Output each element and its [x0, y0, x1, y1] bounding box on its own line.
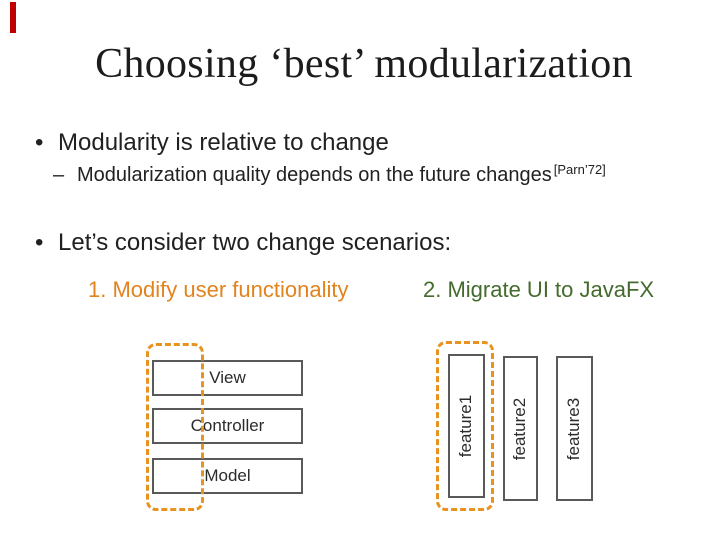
slide-title: Choosing ‘best’ modularization: [95, 41, 633, 87]
bullet-scenarios: • Let’s consider two change scenarios:: [35, 229, 451, 257]
scenario-label-migrate-javafx: 2. Migrate UI to JavaFX: [423, 277, 655, 302]
citation: [Parn’72]: [553, 162, 606, 177]
highlight-dashed-rect-feature1: [436, 341, 494, 511]
box-view: View: [152, 360, 303, 396]
bullet-text: Modularity is relative to change: [58, 129, 389, 156]
box-feature2-label: feature2: [510, 397, 530, 460]
box-feature1: feature1: [448, 354, 485, 498]
box-feature2: feature2: [503, 356, 538, 501]
accent-bar: [10, 2, 16, 33]
box-view-label: View: [209, 368, 246, 387]
bullet-modularity: • Modularity is relative to change: [35, 129, 389, 157]
box-model-label: Model: [204, 466, 251, 485]
box-controller-label: Controller: [190, 416, 265, 435]
bullet-text: Let’s consider two change scenarios:: [58, 229, 452, 256]
box-controller: Controller: [152, 408, 303, 444]
box-model: Model: [152, 458, 303, 494]
box-feature3-label: feature3: [564, 397, 584, 460]
sub-bullet-text: Modularization quality depends on the fu…: [77, 164, 552, 186]
sub-bullet-modularization: –Modularization quality depends on the f…: [53, 162, 606, 187]
bullet-marker: •: [35, 229, 44, 256]
dash-marker: –: [53, 164, 65, 186]
scenario-label-modify-functionality: 1. Modify user functionality: [88, 277, 349, 302]
bullet-marker: •: [35, 129, 44, 156]
box-feature3: feature3: [556, 356, 593, 501]
highlight-dashed-rect-mvc: [146, 343, 204, 511]
